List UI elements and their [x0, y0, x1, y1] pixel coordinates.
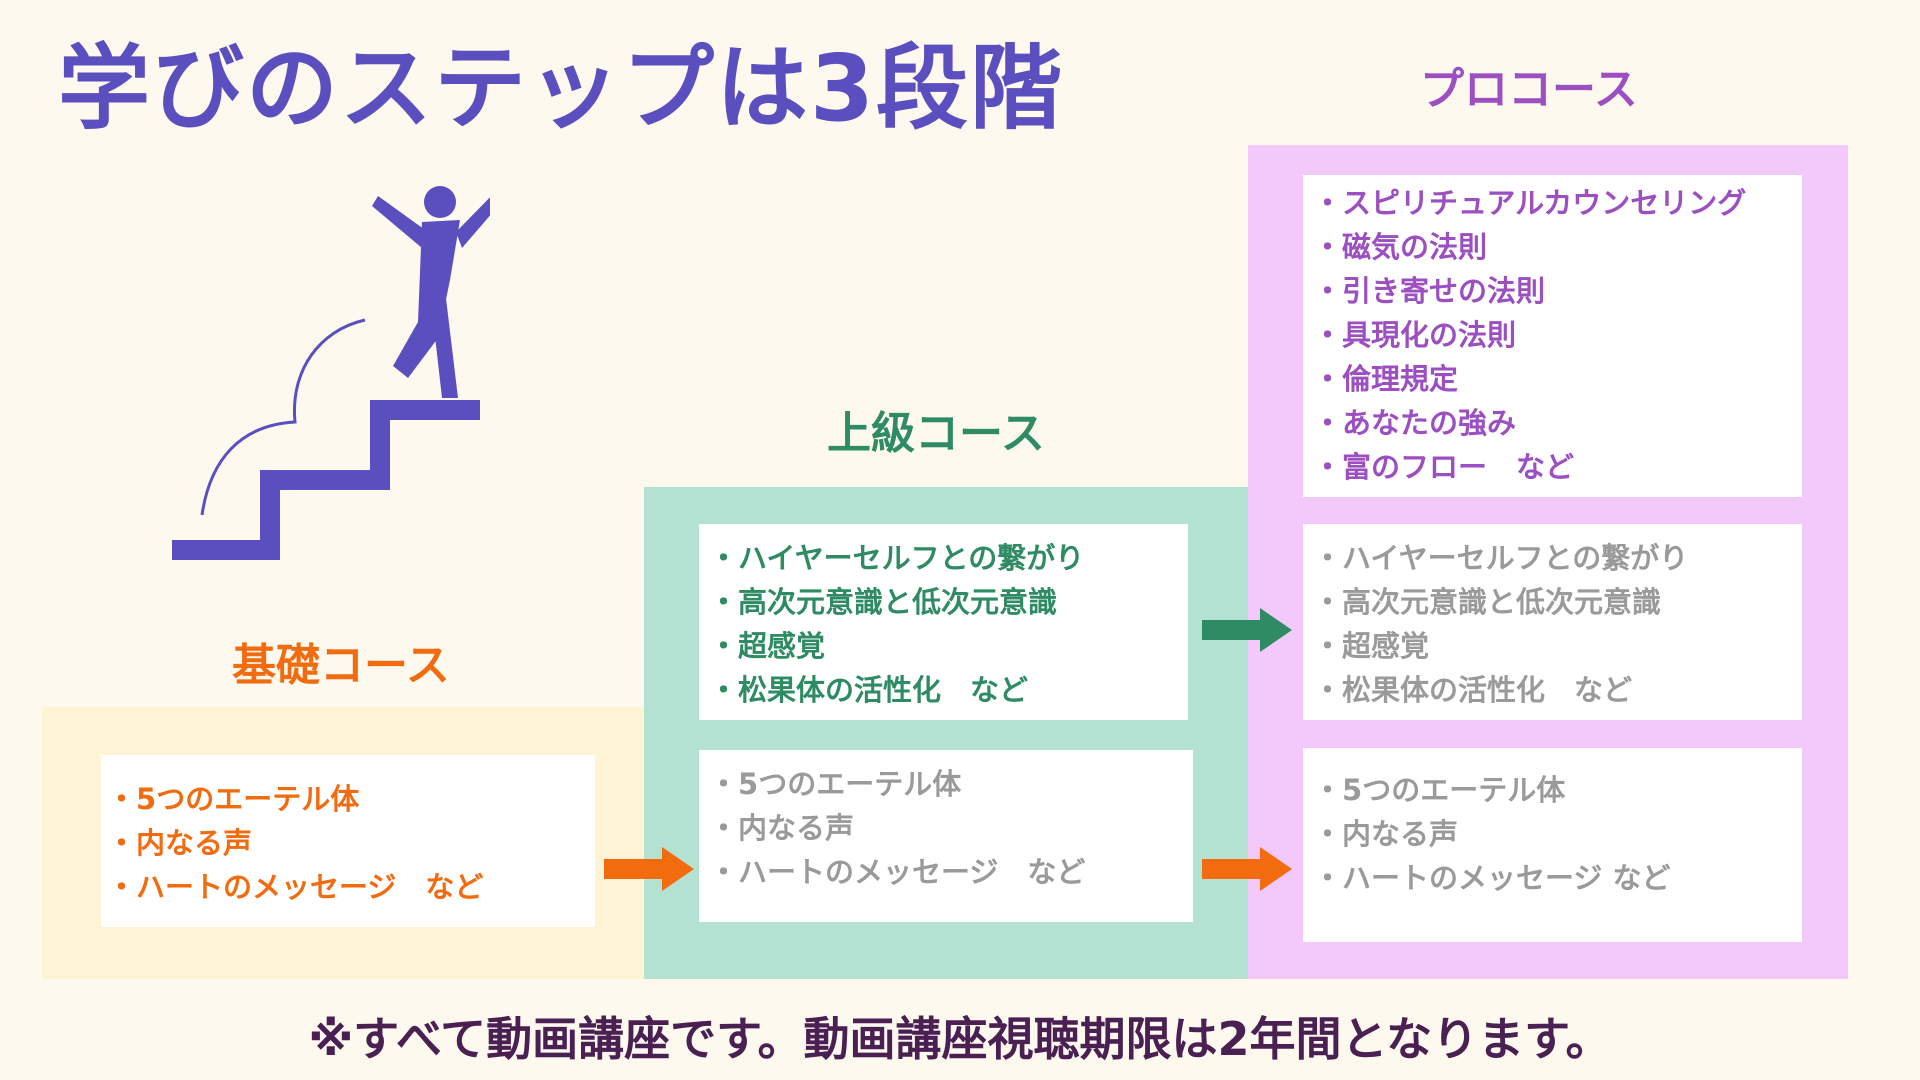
advanced-carried-card: 5つのエーテル体 内なる声 ハートのメッセージ など	[699, 750, 1193, 922]
page-title: 学びのステップは3段階	[58, 35, 1065, 142]
right-arrow-icon	[1202, 847, 1292, 891]
list-item: 引き寄せの法則	[1313, 269, 1802, 313]
pro-course-label: プロコース	[1420, 64, 1638, 115]
list-item: 磁気の法則	[1313, 225, 1802, 269]
list-item: 倫理規定	[1313, 357, 1802, 401]
list-item: ハートのメッセージ など	[107, 865, 595, 909]
list-item: 具現化の法則	[1313, 313, 1802, 357]
list-item: ハートのメッセージ など	[1313, 856, 1802, 900]
list-item: 高次元意識と低次元意識	[709, 580, 1188, 624]
list-item: 内なる声	[1313, 812, 1802, 856]
list-item: 高次元意識と低次元意識	[1313, 580, 1802, 624]
list-item: ハートのメッセージ など	[709, 850, 1193, 894]
list-item: ハイヤーセルフとの繋がり	[709, 536, 1188, 580]
list-item: 超感覚	[1313, 624, 1802, 668]
list-item: 内なる声	[709, 806, 1193, 850]
advanced-course-label: 上級コース	[827, 408, 1045, 459]
list-item: ハイヤーセルフとの繋がり	[1313, 536, 1802, 580]
list-item: 5つのエーテル体	[709, 762, 1193, 806]
list-item: 松果体の活性化 など	[709, 668, 1188, 712]
pro-carried-basic-card: 5つのエーテル体 内なる声 ハートのメッセージ など	[1303, 748, 1802, 942]
advanced-course-card: ハイヤーセルフとの繋がり 高次元意識と低次元意識 超感覚 松果体の活性化 など	[699, 524, 1188, 720]
list-item: 5つのエーテル体	[1313, 768, 1802, 812]
list-item: 5つのエーテル体	[107, 777, 595, 821]
basic-course-card: 5つのエーテル体 内なる声 ハートのメッセージ など	[101, 755, 595, 927]
list-item: 松果体の活性化 など	[1313, 668, 1802, 712]
right-arrow-icon	[1202, 608, 1292, 652]
list-item: 富のフロー など	[1313, 445, 1802, 489]
right-arrow-icon	[604, 847, 694, 891]
list-item: あなたの強み	[1313, 401, 1802, 445]
pro-course-card: スピリチュアルカウンセリング 磁気の法則 引き寄せの法則 具現化の法則 倫理規定…	[1303, 175, 1802, 497]
list-item: 内なる声	[107, 821, 595, 865]
person-climbing-stairs-icon	[172, 186, 490, 560]
pro-carried-advanced-card: ハイヤーセルフとの繋がり 高次元意識と低次元意識 超感覚 松果体の活性化 など	[1303, 524, 1802, 720]
list-item: スピリチュアルカウンセリング	[1313, 181, 1802, 225]
basic-course-label: 基礎コース	[232, 640, 450, 691]
footer-note: ※すべて動画講座です。動画講座視聴期限は2年間となります。	[308, 1012, 1612, 1066]
list-item: 超感覚	[709, 624, 1188, 668]
